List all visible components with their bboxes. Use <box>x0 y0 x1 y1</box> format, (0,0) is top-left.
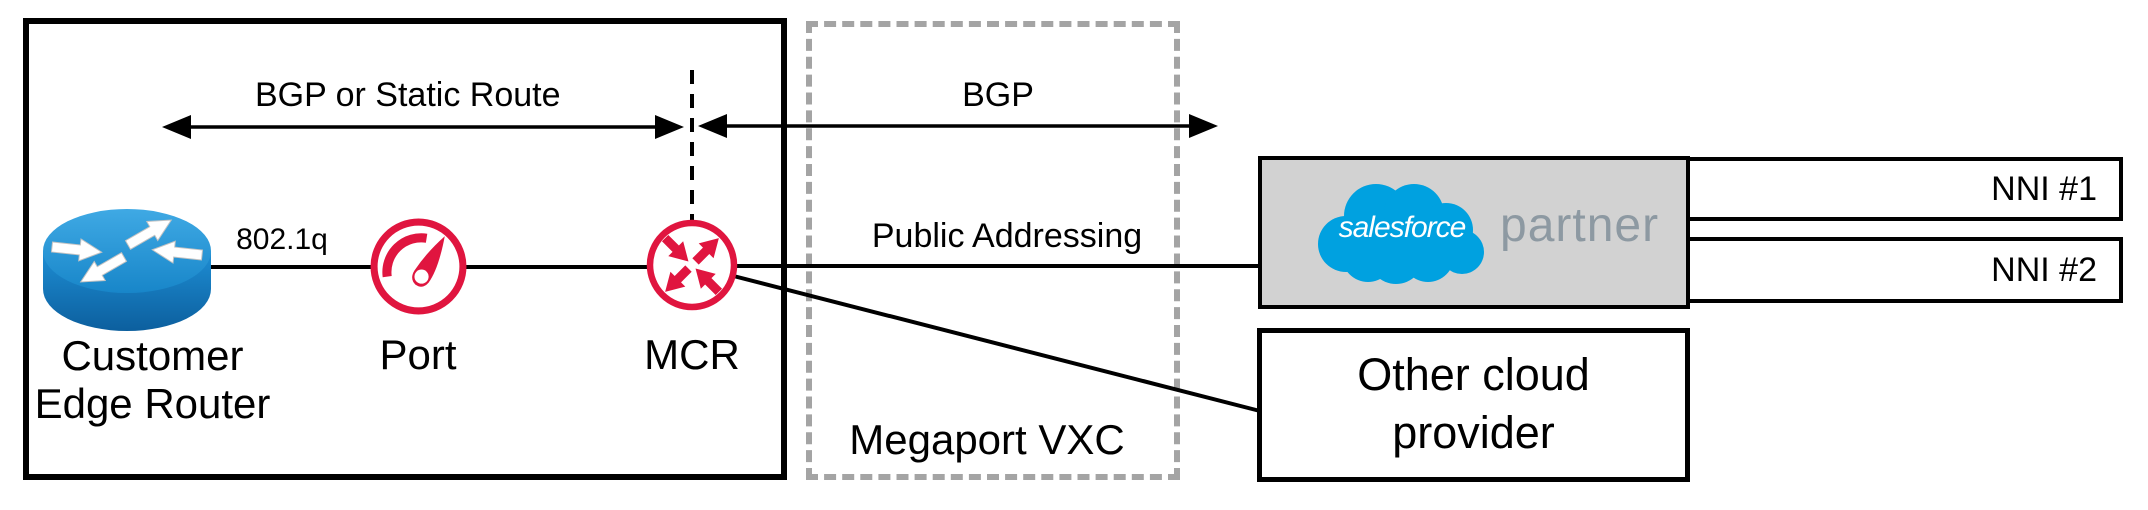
other-cloud-link <box>713 269 1261 413</box>
customer-edge-router-icon <box>43 209 211 331</box>
mcr-label: MCR <box>644 331 740 378</box>
public-addressing-label: Public Addressing <box>871 217 1143 255</box>
salesforce-logo-text: salesforce <box>1338 211 1467 244</box>
dot1q-label: 802.1q <box>236 223 328 256</box>
megaport-vxc-box <box>806 21 1180 480</box>
arrowhead-left-icon <box>162 115 191 139</box>
nni1-box: NNI #1 <box>1686 157 2123 221</box>
bgp-label: BGP <box>962 76 1034 114</box>
salesforce-cloud-icon <box>1318 184 1484 284</box>
customer-edge-router-label-line2: Edge Router <box>34 380 271 428</box>
other-cloud-label-line1: Other cloud <box>1357 349 1590 400</box>
customer-edge-router-label-line1: Customer <box>61 332 244 379</box>
port-icon <box>370 218 467 315</box>
megaport-vxc-label: Megaport VXC <box>849 416 1125 463</box>
nni1-label: NNI #1 <box>1991 169 2097 208</box>
nni2-box: NNI #2 <box>1686 237 2123 303</box>
customer-network-box <box>23 18 787 480</box>
bgp-or-static-route-label: BGP or Static Route <box>255 76 561 114</box>
bgp-static-route-arrow <box>162 115 684 139</box>
arrowhead-left-icon <box>698 114 727 138</box>
port-label: Port <box>379 331 457 378</box>
nni2-label: NNI #2 <box>1991 250 2097 289</box>
bgp-arrow <box>698 114 1218 138</box>
other-cloud-provider-box: Other cloud provider <box>1257 328 1690 482</box>
arrowhead-right-icon <box>1189 114 1218 138</box>
arrowhead-right-icon <box>655 115 684 139</box>
other-cloud-label-line2: provider <box>1392 406 1555 458</box>
mcr-icon <box>646 219 738 311</box>
customer-edge-router-label: Customer Edge Router <box>25 332 280 429</box>
salesforce-partner-text: partner <box>1500 199 1660 252</box>
